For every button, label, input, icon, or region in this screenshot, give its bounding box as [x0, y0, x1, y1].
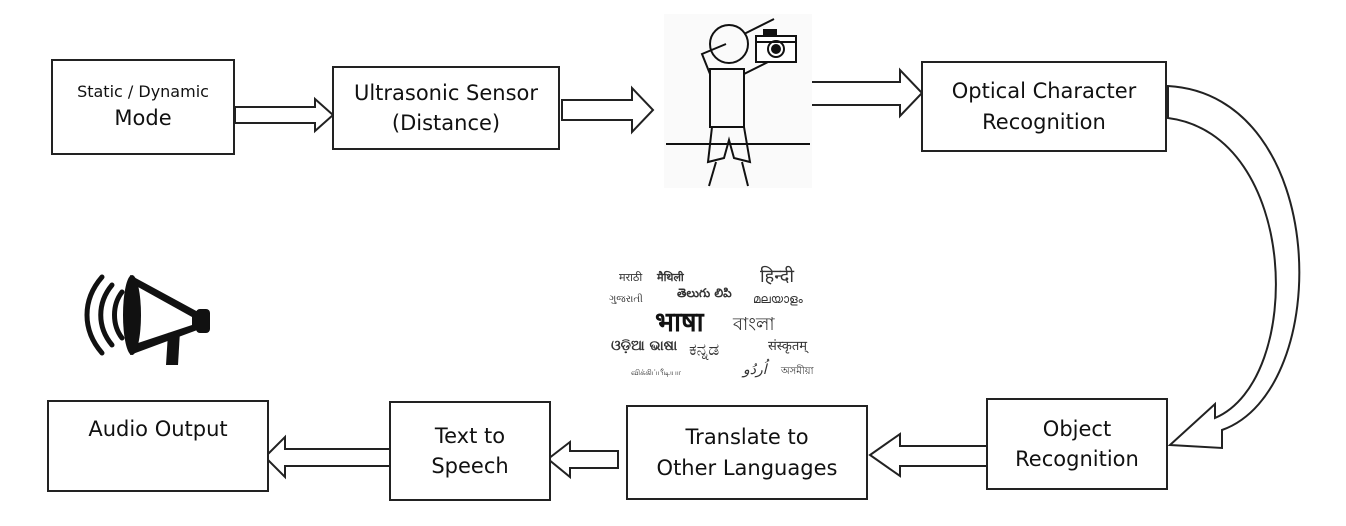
translate-line1: Translate to [685, 425, 809, 450]
arrow-ocr-to-object [1167, 84, 1301, 450]
arrow-object-to-translate [868, 432, 988, 478]
mode-line1: Static / Dynamic [77, 82, 209, 102]
translate-box: Translate to Other Languages [626, 405, 868, 500]
ocr-line2: Recognition [982, 109, 1106, 134]
lang-bangla: বাংলা [733, 314, 775, 335]
lang-bhasha: भाषा [655, 307, 704, 338]
ocr-box: Optical Character Recognition [921, 61, 1167, 152]
ultrasonic-line2: (Distance) [391, 111, 501, 135]
arrow-camera-to-ocr [809, 67, 924, 119]
arrow-ultrasonic-to-camera [561, 85, 655, 135]
person-with-camera-icon [664, 14, 812, 188]
lang-gujarati: ગુજરાતી [609, 294, 643, 305]
lang-telugu: తెలుగు లిపి [677, 286, 732, 300]
object-line1: Object [1042, 416, 1112, 441]
ultrasonic-line1: Ultrasonic Sensor [353, 80, 539, 105]
arrow-tts-to-audio [263, 434, 391, 480]
ultrasonic-box: Ultrasonic Sensor (Distance) [332, 66, 560, 150]
mode-box: Static / Dynamic Mode [51, 59, 235, 155]
arrow-mode-to-ultrasonic [234, 96, 335, 134]
object-box: Object Recognition [986, 398, 1168, 490]
lang-hindi: हिन्दी [760, 266, 795, 287]
audio-box: Audio Output [47, 400, 269, 492]
lang-malayalam: മലയാളം [753, 292, 803, 306]
language-cloud: मराठी मैथिली हिन्दी ગુજરાતી తెలుగు లిపి … [605, 262, 835, 387]
tts-box: Text to Speech [389, 401, 551, 501]
lang-urdu: اُردُو [743, 362, 767, 378]
tts-line1: Text to [434, 423, 506, 448]
tts-line2: Speech [431, 454, 509, 478]
lang-kannada: ಕನ್ನಡ [689, 340, 720, 360]
lang-odia: ଓଡ଼ିଆ ଭାଷା [611, 338, 678, 354]
translate-line2: Other Languages [656, 455, 838, 480]
lang-marathi: मराठी [619, 271, 643, 284]
ocr-line1: Optical Character [951, 79, 1137, 104]
audio-line1: Audio Output [88, 417, 228, 441]
megaphone-icon [84, 274, 210, 365]
lang-maithili: मैथिली [657, 271, 684, 284]
mode-line2: Mode [114, 106, 172, 131]
lang-sanskrit: संस्कृतम् [768, 339, 808, 354]
lang-assamese: অসমীয়া [781, 366, 814, 377]
arrow-translate-to-tts [546, 439, 619, 480]
object-line2: Recognition [1015, 447, 1139, 471]
lang-tamil: விக்கிப்பீடியா [631, 368, 682, 377]
